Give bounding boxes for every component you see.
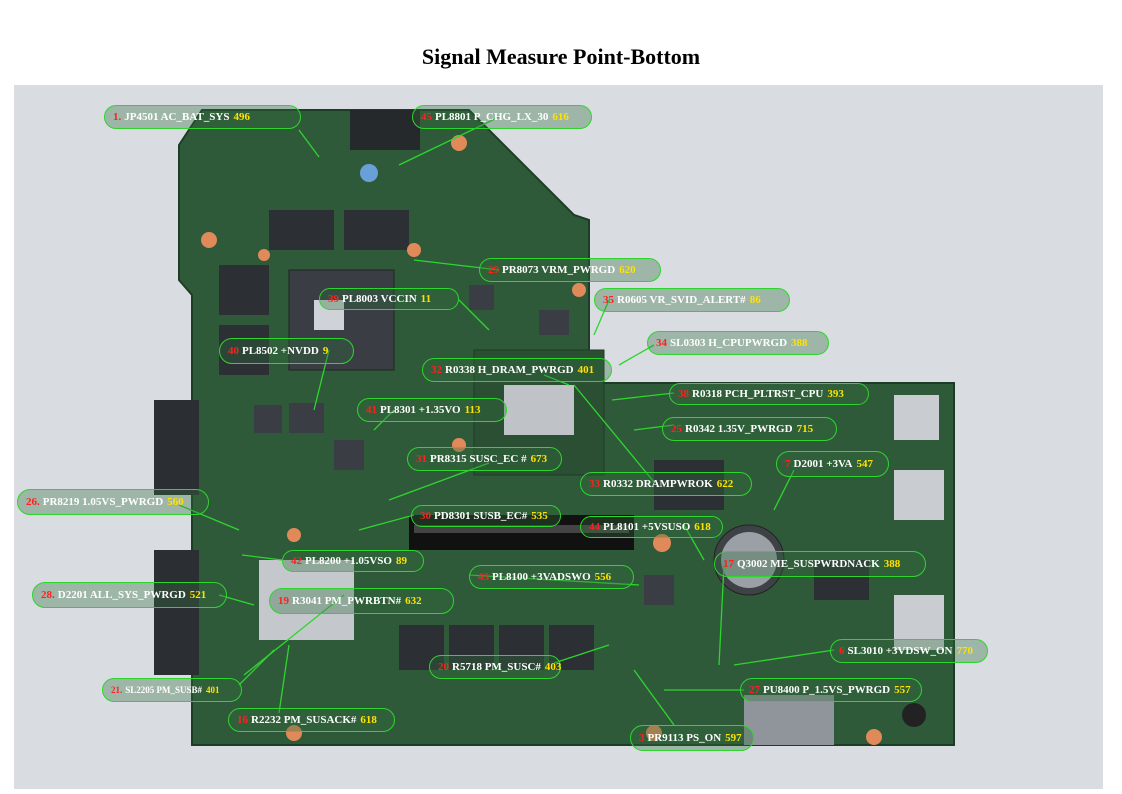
vram-chip-3	[219, 265, 269, 315]
sata-connector-top	[154, 400, 199, 495]
mount-hole	[866, 729, 882, 745]
memory-chip-3	[499, 625, 544, 670]
mount-hole	[646, 725, 662, 741]
inductor	[469, 285, 494, 310]
capacitor	[360, 164, 378, 182]
inductor	[644, 575, 674, 605]
battery-connector	[350, 110, 420, 150]
measure-point-label: 21.SL2205 PM_SUSB#401	[102, 678, 242, 702]
mount-hole	[258, 249, 270, 261]
usb-port-2	[894, 595, 944, 650]
cpu-die	[504, 385, 574, 435]
usb-port-1	[894, 470, 944, 520]
ram-slot-inner	[414, 525, 629, 533]
mount-hole	[653, 534, 671, 552]
mount-hole	[451, 135, 467, 151]
vram-chip-1	[269, 210, 334, 250]
coin-cell-top	[721, 532, 777, 588]
mount-hole	[287, 528, 301, 542]
leader-lines	[178, 116, 835, 726]
mount-hole	[407, 243, 421, 257]
sata-connector-bottom	[154, 550, 199, 675]
mount-hole	[572, 283, 586, 297]
pch-chip	[654, 460, 724, 510]
inductor	[254, 405, 282, 433]
page-title: Signal Measure Point-Bottom	[421, 44, 701, 69]
vram-chip-2	[344, 210, 409, 250]
inductor	[334, 440, 364, 470]
sd-card-reader	[744, 695, 834, 745]
memory-chip-2	[449, 625, 494, 670]
hdmi-port	[894, 395, 939, 440]
controller-chip	[814, 560, 869, 600]
mount-hole	[286, 725, 302, 741]
mount-hole	[452, 438, 466, 452]
inductor	[289, 403, 324, 433]
motherboard-illustration	[154, 109, 955, 746]
inductor	[539, 310, 569, 335]
audio-jack	[902, 703, 926, 727]
mount-hole	[201, 232, 217, 248]
